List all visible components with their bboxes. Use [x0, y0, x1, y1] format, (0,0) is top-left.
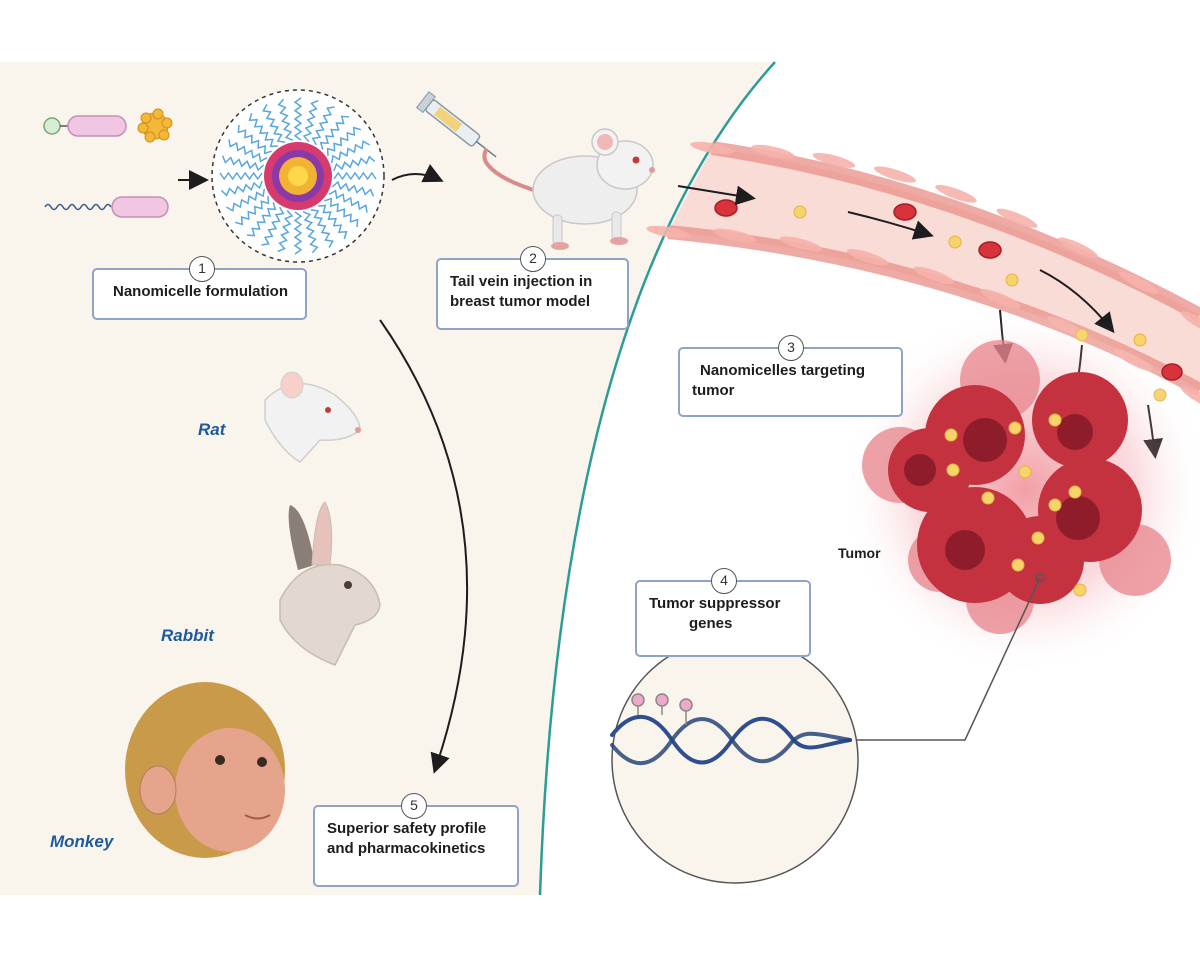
step-4-label-line1: Tumor suppressor	[649, 595, 781, 612]
endothelial-cell	[690, 141, 734, 155]
endothelial-cell	[1119, 271, 1159, 294]
step-2-label-line2: breast tumor model	[450, 293, 591, 310]
rabbit-label: Rabbit	[161, 626, 214, 645]
dna-helix	[610, 714, 852, 766]
micelle-tail	[328, 189, 368, 213]
micelle-tail	[331, 180, 375, 197]
micelle-tail	[246, 202, 277, 237]
micelle-tail	[324, 197, 359, 228]
endothelial-cell	[1180, 311, 1200, 335]
micelle-tail	[221, 155, 265, 172]
micelle-tail	[310, 208, 334, 248]
micelle-tail	[219, 171, 263, 181]
micelle-tail	[277, 209, 294, 253]
step-5-label-line1: Superior safety profile	[327, 820, 487, 837]
step-4-box: 4 Tumor suppressor genes	[635, 568, 811, 657]
safety-flow-arrow	[379, 319, 469, 774]
endothelial-cell	[1180, 386, 1200, 410]
tumor-mass	[840, 305, 1200, 675]
micelle-tail	[261, 206, 285, 246]
panel-divider-curve	[538, 61, 776, 896]
step-4-label-line2: genes	[689, 615, 733, 632]
rabbit-icon	[279, 501, 381, 666]
step-2-label-line1: Tail vein injection in	[450, 273, 593, 290]
micelle-tail	[326, 126, 362, 156]
connector-dot	[1035, 573, 1045, 583]
monkey-icon	[125, 682, 285, 858]
monkey-label: Monkey	[50, 832, 114, 851]
tumor-label: Tumor	[838, 545, 881, 561]
endothelial-cell	[779, 236, 823, 252]
step-2-box: 2 Tail vein injection in breast tumor mo…	[436, 246, 629, 330]
methylation-markers	[631, 693, 693, 725]
endothelial-cell	[935, 184, 977, 203]
endothelial-cell	[646, 225, 690, 239]
micelle-tail	[302, 211, 319, 254]
endothelial-cell	[913, 266, 955, 285]
endothelial-cell	[1057, 237, 1099, 259]
micelle-tail	[248, 112, 278, 148]
step-5-label-line2: and pharmacokinetics	[327, 840, 486, 857]
micelle-tail	[330, 140, 370, 164]
dna-inset	[610, 636, 859, 884]
step-3-box: 3 Nanomicelles targeting tumor	[678, 335, 903, 417]
micelle-tail	[319, 115, 350, 150]
step-5-number: 5	[401, 793, 427, 819]
step-5-box: 5 Superior safety profile and pharmacoki…	[313, 793, 519, 887]
micelle-tail	[293, 211, 303, 255]
step-3-label-line1: Nanomicelles targeting	[700, 362, 866, 379]
syringe-icon	[415, 91, 497, 158]
micelle-tail	[237, 124, 272, 155]
micelle-tail	[262, 104, 286, 144]
step-1-box: 1 Nanomicelle formulation	[92, 256, 307, 320]
rat-label: Rat	[198, 420, 226, 439]
step-4-number: 4	[711, 568, 737, 594]
step-1-label: Nanomicelle formulation	[112, 283, 289, 300]
endothelial-cell	[751, 144, 795, 159]
micelle-tail	[333, 155, 376, 172]
mouse-icon	[482, 128, 655, 250]
micelle-tail	[228, 139, 268, 163]
micelle-tail	[277, 98, 294, 141]
endothelial-cell	[712, 228, 757, 243]
step-3-label-line2: tumor	[692, 382, 735, 399]
micelle-tail	[318, 204, 348, 240]
step-3-number: 3	[778, 335, 804, 361]
micelle-tail	[293, 97, 303, 141]
endothelial-cell	[980, 289, 1021, 309]
step-2-number: 2	[520, 246, 546, 272]
rat-icon	[264, 371, 361, 463]
polymer-components	[43, 108, 173, 218]
endothelial-cell	[846, 249, 889, 266]
endothelial-cell	[812, 152, 856, 168]
endothelial-cell	[873, 166, 917, 183]
micelle-tail	[302, 99, 319, 143]
step-1-number: 1	[189, 256, 215, 282]
micelle-tail	[220, 180, 263, 197]
micelle-tail	[226, 188, 266, 212]
connector-line	[850, 577, 1041, 741]
arrow-to-mouse	[391, 164, 444, 183]
micelle-tail	[311, 106, 335, 146]
micelle-tail	[234, 196, 270, 226]
endothelial-cell	[996, 208, 1038, 228]
micelle-tail	[333, 171, 377, 181]
nanomicelle-icon	[211, 89, 385, 263]
